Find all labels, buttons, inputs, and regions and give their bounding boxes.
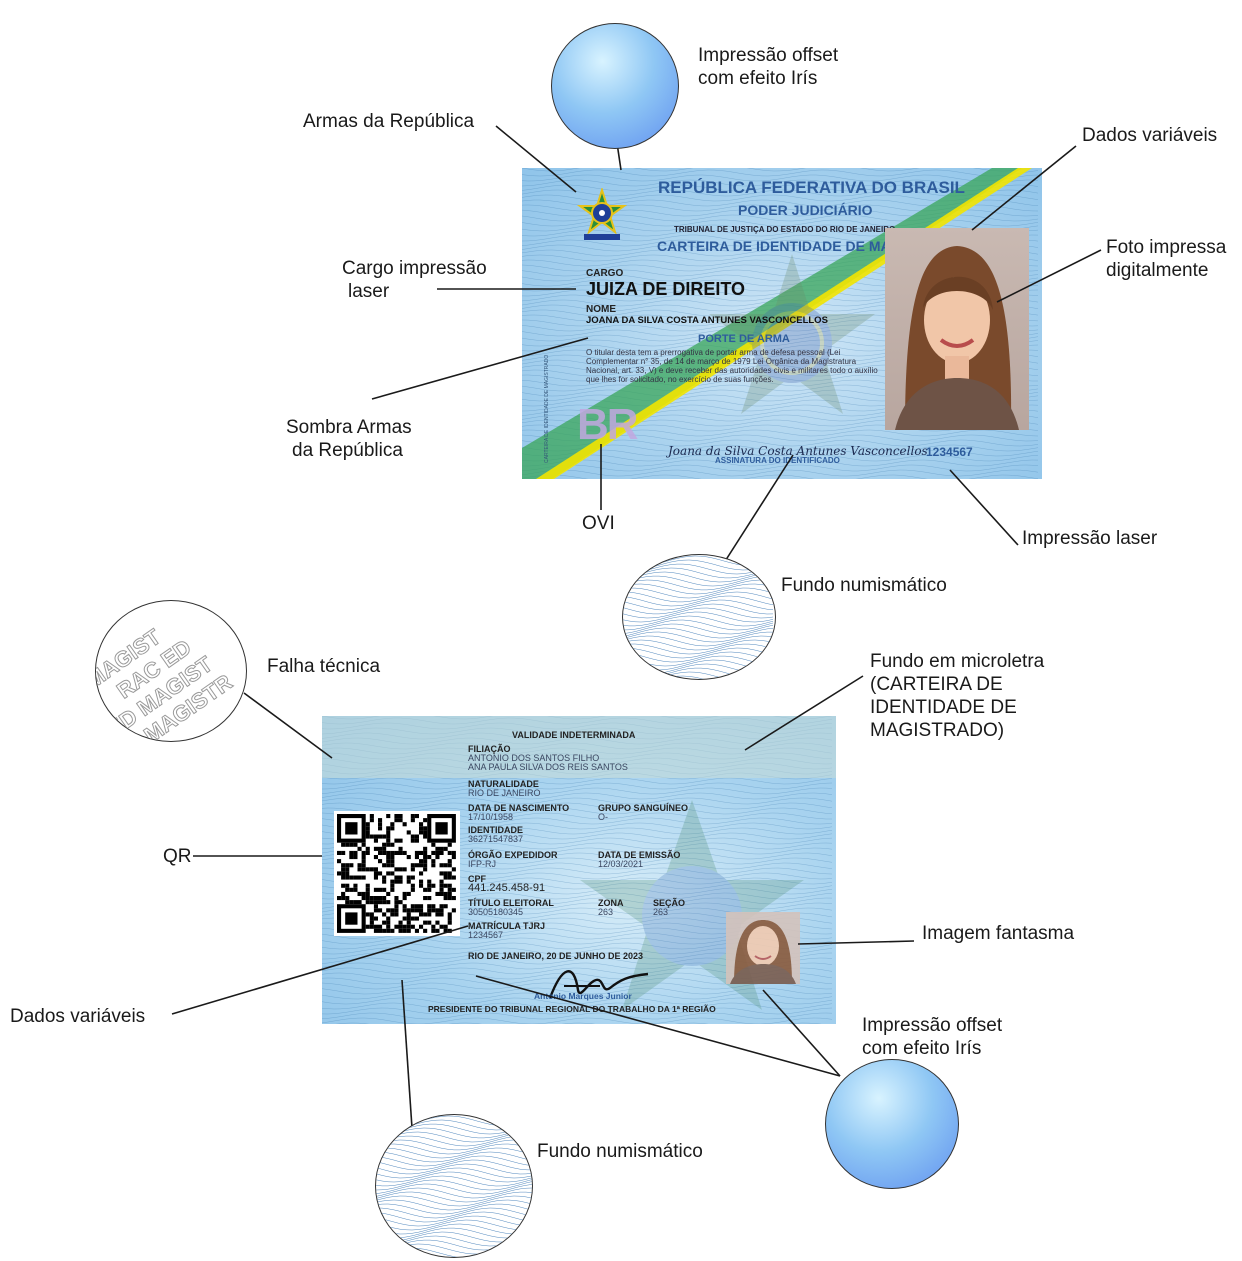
matricula-value: 1234567: [468, 930, 504, 940]
zona-label: ZONA: [598, 898, 624, 908]
label-fantasma: Imagem fantasma: [922, 923, 1075, 944]
secao-value: 263: [653, 907, 669, 917]
tribunal-name: TRIBUNAL DE JUSTIÇA DO ESTADO DO RIO DE …: [674, 225, 896, 234]
portrait-icon: [895, 246, 1019, 430]
identidade-label: IDENTIDADE: [468, 825, 524, 835]
assinatura-label: ASSINATURA DO IDENTIFICADO: [715, 456, 840, 465]
naturalidade-value: RIO DE JANEIRO: [468, 788, 541, 798]
numismatic-zoom-top: [622, 554, 776, 680]
signature: Joana da Silva Costa Antunes Vasconcello…: [668, 444, 928, 458]
label-qr: QR: [163, 846, 192, 867]
ghost-portrait-icon: [730, 920, 796, 984]
porte-text: O titular desta tem a prerrogativa de po…: [586, 348, 878, 384]
ghost-image: [726, 912, 800, 984]
iris-offset-circle-top: [551, 23, 679, 149]
presidente-nome: Antonio Marques Junior: [534, 991, 632, 1001]
sangue-label: GRUPO SANGUÍNEO: [598, 803, 689, 813]
arms-shadow-icon: [709, 254, 875, 414]
star-shadow-icon: [580, 800, 804, 1010]
validade: VALIDADE INDETERMINADA: [512, 730, 636, 740]
nome-value: JOANA DA SILVA COSTA ANTUNES VASCONCELLO…: [586, 315, 828, 326]
label-numismatico-top: Fundo numismático: [781, 575, 947, 596]
iris-offset-circle-bottom: [825, 1059, 959, 1189]
orgao-value: IFP-RJ: [468, 859, 496, 869]
qr-code: [334, 811, 460, 936]
svg-text:CARTEIRA DE IDENTIDADE DE MAGI: CARTEIRA DE IDENTIDADE DE MAGISTRADO: [544, 355, 550, 463]
label-falha: Falha técnica: [267, 656, 381, 677]
leader-offset-bottom-1: [475, 975, 841, 1077]
card-front-subtitle: PODER JUDICIÁRIO: [738, 202, 873, 218]
ovi-mark: BR: [577, 400, 639, 449]
leader-microletra: [744, 675, 864, 751]
titulo-label: TÍTULO ELEITORAL: [468, 898, 554, 908]
emissao-label: DATA DE EMISSÃO: [598, 850, 681, 860]
secao-label: SEÇÃO: [653, 898, 686, 908]
leader-offset-bottom-2: [762, 989, 841, 1077]
leader-dados-bottom: [171, 925, 469, 1015]
nome-label: NOME: [586, 304, 616, 315]
leader-fantasma: [797, 940, 915, 945]
card-number: 1234567: [926, 445, 973, 459]
coat-of-arms-icon: [576, 188, 628, 240]
nascimento-value: 17/10/1958: [468, 812, 514, 822]
leader-numismatico-top: [721, 454, 794, 567]
holder-photo: [885, 228, 1029, 430]
leader-falha: [243, 692, 333, 759]
card-front: CARTEIRA DE IDENTIDADE DE MAGISTRADO REP…: [522, 168, 1042, 479]
numismatic-pattern-icon: [376, 1115, 532, 1257]
label-dados-top: Dados variáveis: [1082, 125, 1218, 146]
label-numismatico-bottom: Fundo numismático: [537, 1141, 703, 1162]
filiacao-value-2: ANA PAULA SILVA DOS REIS SANTOS: [468, 762, 628, 772]
card-front-title: REPÚBLICA FEDERATIVA DO BRASIL: [658, 178, 965, 197]
titulo-value: 30505180345: [468, 907, 524, 917]
local-data: RIO DE JANEIRO, 20 DE JUNHO DE 2023: [468, 951, 644, 961]
zona-value: 263: [598, 907, 614, 917]
vertical-microtext: CARTEIRA DE IDENTIDADE DE MAGISTRADO: [544, 355, 550, 463]
naturalidade-label: NATURALIDADE: [468, 779, 539, 789]
cargo-label: CARGO: [586, 268, 624, 279]
microtext-flaw-icon: MAGIST RAC ED ED MAGIST DE MAGISTR: [96, 623, 237, 741]
label-armas: Armas da República: [303, 111, 475, 132]
presidente-cargo: PRESIDENTE DO TRIBUNAL REGIONAL DO TRABA…: [428, 1004, 716, 1014]
orgao-label: ÓRGÃO EXPEDIDOR: [468, 850, 558, 860]
leader-sombra: [371, 337, 589, 400]
numismatic-pattern-icon: [623, 555, 774, 679]
numismatic-zoom-bottom: [375, 1114, 533, 1258]
nascimento-label: DATA DE NASCIMENTO: [468, 803, 570, 813]
leader-laser: [949, 469, 1019, 546]
technical-flaw-zoom: MAGIST RAC ED ED MAGIST DE MAGISTR: [95, 600, 247, 742]
label-dados-bottom: Dados variáveis: [10, 1006, 146, 1027]
cpf-label: CPF: [468, 874, 486, 884]
qr-code-icon: [337, 814, 456, 933]
leader-numismatico-bottom: [401, 979, 413, 1129]
matricula-label: MATRÍCULA TJRJ: [468, 921, 545, 931]
sangue-value: O-: [598, 812, 608, 822]
leader-armas: [495, 125, 577, 193]
filiacao-label: FILIAÇÃO: [468, 744, 511, 754]
cargo-value: JUIZA DE DIREITO: [586, 279, 746, 299]
cpf-value: 441.245.458-91: [468, 882, 546, 894]
label-laser: Impressão laser: [1022, 528, 1158, 549]
leader-dados-top: [971, 145, 1077, 231]
president-signature: [548, 970, 649, 999]
filiacao-value-1: ANTONIO DOS SANTOS FILHO: [468, 753, 600, 763]
leader-foto: [996, 249, 1102, 303]
label-ovi: OVI: [582, 513, 615, 534]
porte-title: PORTE DE ARMA: [698, 333, 790, 345]
identidade-value: 36271547837: [468, 834, 524, 844]
emissao-value: 12/03/2021: [598, 859, 644, 869]
